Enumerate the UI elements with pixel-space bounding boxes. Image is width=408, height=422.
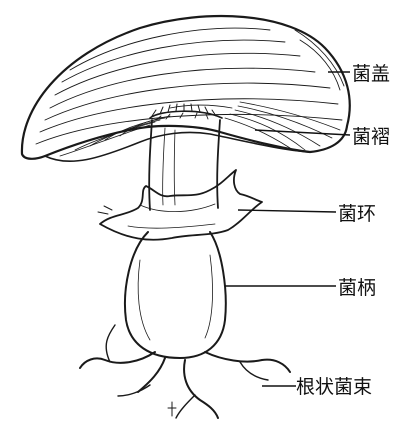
leader-line-ring (238, 210, 336, 212)
label-rhizomorph: 根状菌束 (296, 376, 372, 398)
leader-line-gills (255, 130, 350, 135)
mushroom-ring (98, 170, 262, 240)
label-gills: 菌褶 (352, 126, 390, 148)
label-stipe: 菌柄 (338, 277, 376, 299)
label-cap: 菌盖 (352, 63, 390, 85)
mushroom-rhizomorphs (80, 325, 290, 418)
label-ring: 菌环 (338, 203, 376, 225)
mushroom-cap (22, 16, 350, 159)
